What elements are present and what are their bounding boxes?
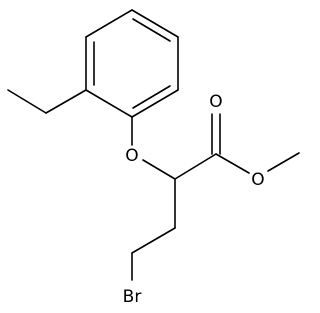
ring-bond: [85, 9, 133, 38]
atom-oxygen-ester: O: [251, 170, 264, 190]
ring-bond: [131, 9, 179, 38]
ethyl-bond: [45, 89, 87, 114]
ring-double-bond: [132, 85, 171, 109]
atom-oxygen-ether: O: [125, 146, 138, 166]
ring-bond: [85, 89, 133, 118]
oxygen-alpha-carbon-bond: [142, 159, 176, 180]
atom-oxygen-carbonyl: O: [209, 92, 222, 112]
benzene-ring: [85, 9, 179, 118]
methyl-bond: [267, 152, 300, 172]
chain-bond: [131, 227, 176, 254]
alpha-carbonyl-bond: [174, 153, 217, 180]
ester-bond: [215, 153, 250, 174]
atom-bromine: Br: [123, 287, 142, 307]
ring-bond: [131, 89, 179, 118]
molecule-structure: O O O Br: [7, 9, 300, 307]
ring-double-bond: [132, 18, 171, 42]
ethyl-bond: [7, 89, 47, 114]
